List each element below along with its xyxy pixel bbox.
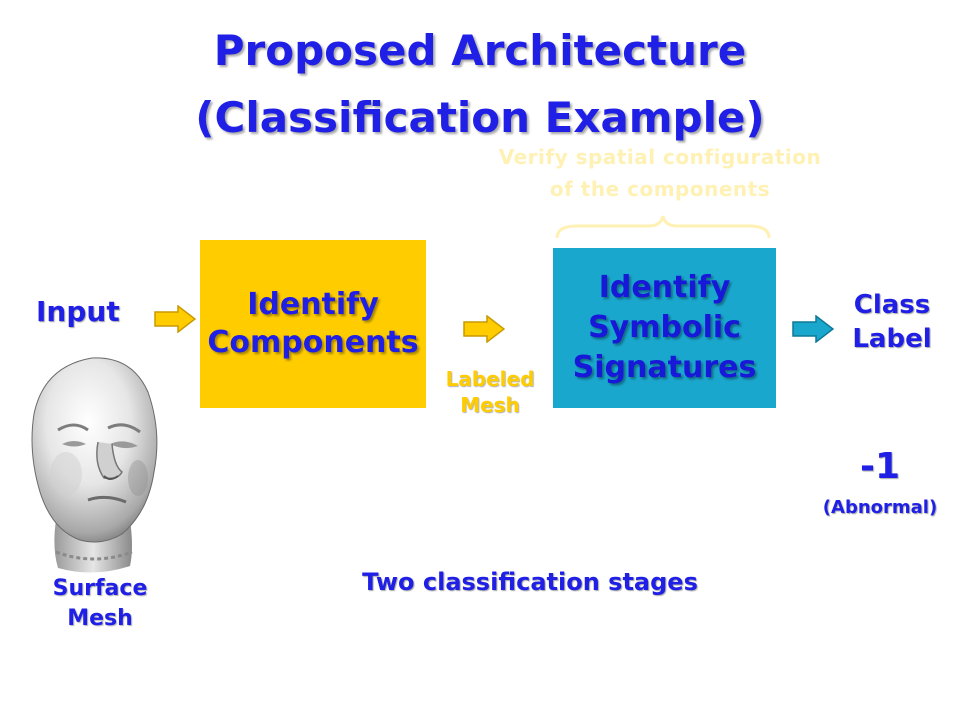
output-line2: Label [852, 324, 932, 354]
output-line1: Class [853, 290, 931, 320]
stage1-line1: Identify [247, 287, 379, 322]
mesh-caption-line1: Surface [52, 576, 148, 601]
arrow-right-icon [792, 315, 834, 343]
result-value: -1 [860, 446, 900, 487]
brace-icon [555, 215, 771, 239]
note-line2: of the components [549, 177, 771, 201]
stage2-box: Identify Symbolic Signatures [553, 248, 776, 408]
surface-mesh-image [31, 357, 158, 573]
stage2-line1: Identify [598, 270, 731, 305]
stage1-line2: Components [207, 325, 419, 360]
arrow-right-icon [463, 315, 505, 343]
between-line1: Labeled [445, 367, 535, 391]
footer-text: Two classification stages [362, 568, 698, 596]
page-title-line1: Proposed Architecture [213, 26, 747, 75]
note-line1: Verify spatial configuration [498, 145, 822, 169]
page-title-line2: (Classification Example) [195, 93, 765, 142]
result-description: (Abnormal) [822, 497, 938, 518]
between-line2: Mesh [460, 393, 520, 417]
stage2-line2: Symbolic [588, 310, 741, 345]
mesh-caption-line2: Mesh [67, 606, 133, 631]
stage1-box: Identify Components [200, 240, 426, 408]
input-label: Input [36, 295, 120, 328]
arrow-right-icon [154, 305, 196, 333]
stage2-line3: Signatures [572, 350, 757, 385]
